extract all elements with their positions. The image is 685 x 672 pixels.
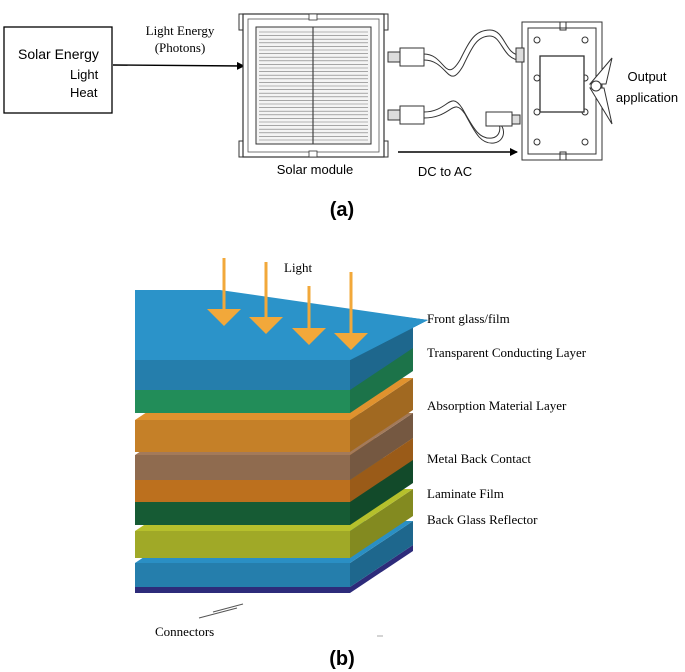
dc-cables [387,29,521,144]
stack-base-layer [135,545,413,593]
light-arrows [207,258,368,350]
layer-label: Front glass/film [427,311,510,326]
light-energy-label: Light Energy [146,23,215,38]
light-arrow [207,258,241,326]
connector-wires [198,603,244,619]
solar-module-label: Solar module [277,162,354,177]
layer-label: Metal Back Contact [427,451,531,466]
inverter-unit [515,21,613,161]
layer-label: Transparent Conducting Layer [427,345,587,360]
light-energy-arrow [112,61,245,70]
light-label: Light [284,260,313,275]
output-label-line2: application [616,90,678,105]
caption-a: (a) [330,199,354,221]
heat-label: Heat [70,85,98,100]
dc-to-ac-label: DC to AC [418,164,472,179]
caption-b: (b) [329,648,355,670]
layer-label: Laminate Film [427,486,504,501]
layer-label: Back Glass Reflector [427,512,538,527]
solar-energy-box [3,26,113,114]
connectors-label: Connectors [155,624,214,639]
solar-energy-label: Solar Energy [18,46,99,62]
panel-a: Solar Energy Light Heat Light Energy (Ph… [3,13,678,221]
light-arrow [249,262,283,334]
photons-label: (Photons) [155,40,206,55]
layer-label: Absorption Material Layer [427,398,567,413]
layer-stack [135,290,428,593]
light-arrow [292,286,326,345]
light-arrow [334,272,368,350]
light-label: Light [70,67,99,82]
output-label-line1: Output [627,69,666,84]
solar-module [238,13,389,158]
